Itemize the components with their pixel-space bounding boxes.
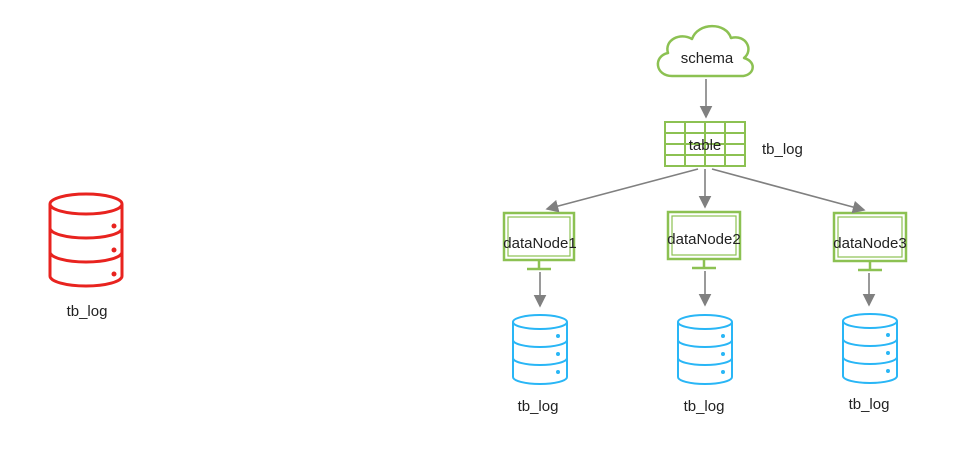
data-node-3-monitor-icon xyxy=(832,211,908,272)
data-node-3-label: dataNode3 xyxy=(833,235,907,252)
shard-2-database-icon xyxy=(677,314,733,385)
shard-1-db-label: tb_log xyxy=(517,398,559,415)
table-grid-icon xyxy=(664,121,746,167)
data-node-2-label: dataNode2 xyxy=(667,231,741,248)
shard-1-database-icon xyxy=(512,314,568,385)
data-node-2-monitor-icon xyxy=(666,210,742,270)
shard-3-db-label: tb_log xyxy=(848,396,890,413)
data-node-1-monitor-icon xyxy=(502,211,576,271)
standalone-db-label: tb_log xyxy=(66,303,108,320)
shard-2-db-label: tb_log xyxy=(683,398,725,415)
connector-arrows xyxy=(533,79,876,308)
table-to-node1-arrow xyxy=(545,168,699,213)
table-to-node3-arrow xyxy=(711,168,866,214)
shard-3-database-icon xyxy=(842,313,898,384)
schema-cloud-icon xyxy=(656,24,754,78)
table-name-label: tb_log xyxy=(762,141,803,158)
standalone-database-icon xyxy=(48,192,124,288)
data-node-1-label: dataNode1 xyxy=(503,235,577,252)
schema-label: schema xyxy=(680,50,734,67)
table-label: table xyxy=(688,137,722,154)
